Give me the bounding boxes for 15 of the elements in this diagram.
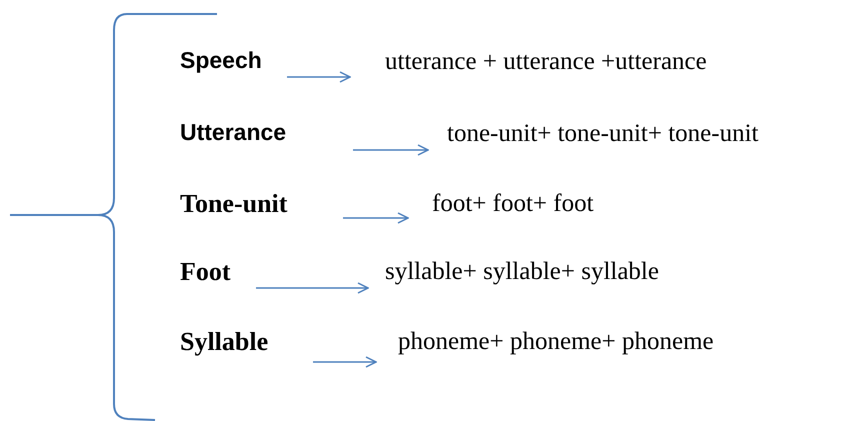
arrow bbox=[353, 144, 429, 156]
arrow bbox=[343, 212, 409, 224]
level-term: Speech bbox=[180, 46, 263, 75]
level-term: Tone-unit bbox=[180, 188, 288, 220]
arrow bbox=[287, 71, 351, 83]
composition-text: syllable+ syllable+ syllable bbox=[384, 257, 660, 287]
level-term: Syllable bbox=[180, 326, 270, 358]
composition-text: phoneme+ phoneme+ phoneme bbox=[397, 327, 715, 357]
arrow bbox=[313, 356, 377, 368]
composition-text: foot+ foot+ foot bbox=[431, 189, 595, 219]
arrow bbox=[256, 282, 369, 294]
level-term: Foot bbox=[180, 256, 232, 288]
composition-text: utterance + utterance +utterance bbox=[384, 47, 708, 77]
composition-text: tone-unit+ tone-unit+ tone-unit bbox=[446, 119, 760, 149]
level-term: Utterance bbox=[180, 118, 288, 147]
